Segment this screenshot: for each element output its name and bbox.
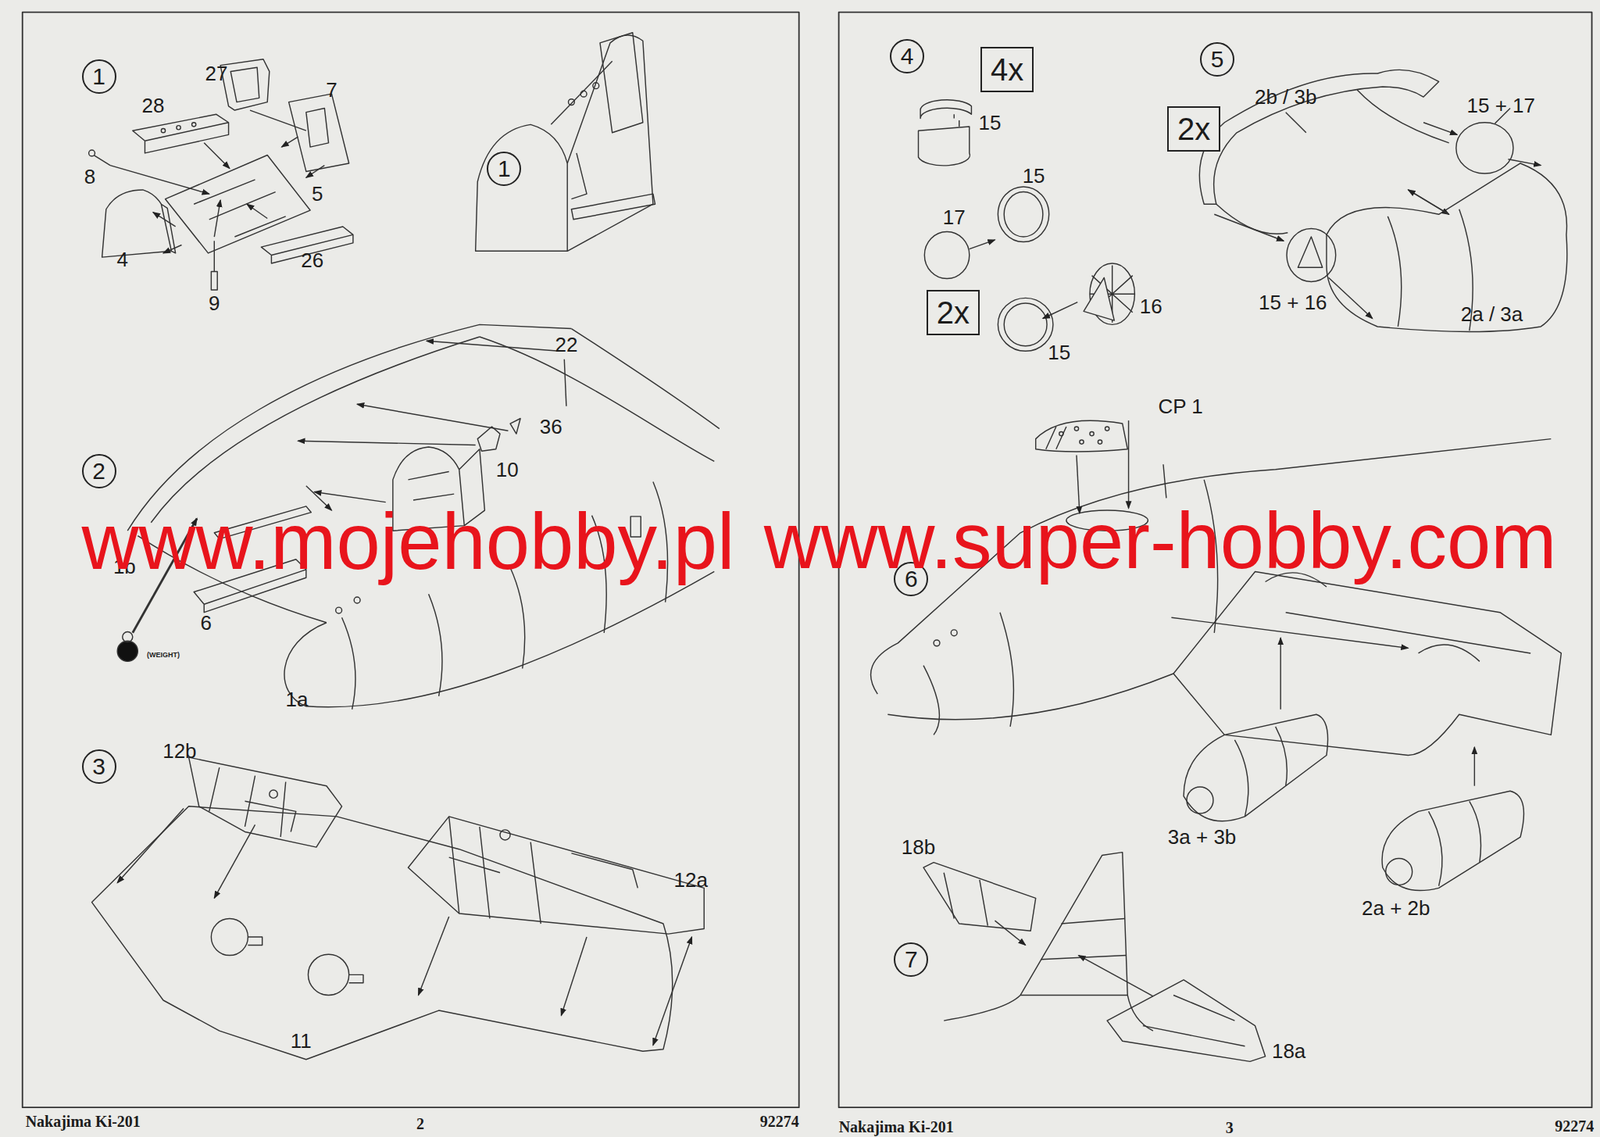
nacelle-halves	[1199, 69, 1567, 332]
part-number: 27	[204, 63, 228, 84]
part-number: 12a	[674, 869, 708, 890]
part-number: 18a	[1271, 1040, 1306, 1061]
step-number: 3	[92, 754, 106, 779]
quantity-text: 4x	[990, 53, 1024, 86]
step-number: 5	[1210, 47, 1225, 72]
quantity-box: 2x	[926, 289, 980, 336]
part-number: 15 + 16	[1258, 292, 1327, 313]
tail-parts	[923, 852, 1266, 1062]
page-footer: 3	[1225, 1119, 1234, 1136]
part-number: CP 1	[1158, 396, 1204, 417]
step-number: 1	[497, 157, 511, 181]
part-number: 2b / 3b	[1254, 86, 1318, 108]
part-number: 12b	[162, 740, 197, 761]
part-number: 15	[1022, 165, 1046, 186]
part-number: 36	[539, 416, 563, 437]
cockpit-parts	[89, 59, 354, 290]
page-footer: 92274	[760, 1113, 800, 1129]
part-number: 10	[496, 459, 519, 480]
part-number: 5	[311, 183, 323, 204]
step-circle: 1	[486, 151, 522, 186]
quantity-text: 2x	[1177, 113, 1211, 145]
part-number: 18b	[901, 836, 936, 858]
part-number: 15 + 17	[1467, 95, 1536, 116]
part-number: 15	[1047, 342, 1071, 363]
part-number: 22	[554, 334, 578, 355]
part-number: 8	[84, 166, 96, 187]
part-number: 11	[290, 1030, 312, 1051]
part-number: 28	[141, 95, 165, 116]
part-number: 16	[1139, 296, 1163, 317]
quantity-box: 4x	[980, 46, 1034, 93]
page-footer: Nakajima Ki-201	[839, 1118, 954, 1135]
part-number: 6	[200, 612, 212, 633]
watermark: www.mojehobby.pl	[82, 501, 736, 581]
watermark: www.super-hobby.com	[764, 501, 1558, 581]
part-number: 2a / 3a	[1460, 303, 1524, 325]
page-footer: Nakajima Ki-201	[25, 1113, 141, 1129]
part-number: 17	[942, 207, 966, 228]
part-number: 1a	[285, 689, 309, 710]
step-circle: 2	[82, 453, 117, 489]
step-circle: 1	[82, 59, 117, 94]
quantity-box: 2x	[1167, 106, 1221, 152]
cockpit-assembly	[475, 32, 656, 252]
part-number: 3a + 3b	[1167, 826, 1236, 847]
part-number: 15	[978, 112, 1001, 133]
quantity-text: 2x	[936, 296, 970, 329]
weight-note: (WEIGHT)	[146, 651, 180, 659]
page-footer: 92274	[1554, 1117, 1594, 1134]
step-circle: 7	[893, 942, 929, 977]
page-footer: 2	[416, 1115, 425, 1132]
step-number: 4	[900, 44, 915, 68]
part-number: 4	[117, 249, 129, 270]
step-circle: 4	[889, 39, 925, 74]
step-circle: 5	[1200, 42, 1235, 77]
page-border	[22, 12, 800, 1108]
engine-parts	[918, 100, 1136, 352]
step-number: 7	[904, 947, 918, 972]
step-number: 1	[92, 64, 106, 89]
part-number: 7	[325, 79, 337, 100]
step-number: 2	[92, 459, 106, 483]
wing-parts	[92, 757, 705, 1060]
part-number: 26	[300, 250, 324, 271]
part-number: 2a + 2b	[1361, 897, 1430, 918]
step-circle: 3	[82, 749, 117, 784]
part-number: 9	[208, 292, 220, 314]
airframe-assembly	[871, 420, 1562, 890]
